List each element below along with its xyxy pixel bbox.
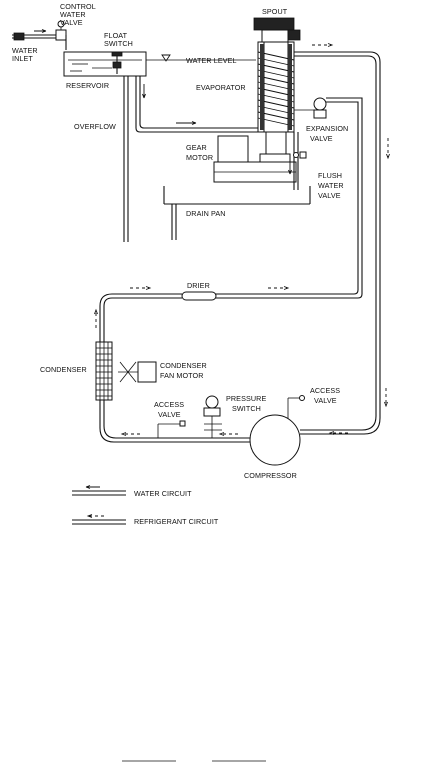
svg-text:VALVE: VALVE — [314, 396, 337, 405]
access-valve-right — [287, 395, 305, 422]
svg-text:CONTROL: CONTROL — [60, 2, 96, 11]
svg-text:FAN MOTOR: FAN MOTOR — [160, 371, 204, 380]
label-water-level: WATER LEVEL — [186, 56, 237, 65]
label-spout: SPOUT — [262, 7, 288, 16]
label-flush-water-valve: FLUSH WATER VALVE — [318, 171, 344, 200]
label-drier: DRIER — [187, 281, 210, 290]
label-access-valve-right: ACCESS VALVE — [310, 386, 340, 405]
suction-line — [294, 43, 390, 435]
svg-text:VALVE: VALVE — [318, 191, 341, 200]
svg-text:FLOAT: FLOAT — [104, 31, 128, 40]
water-inlet-pipe — [12, 29, 58, 41]
float-switch — [111, 51, 123, 74]
overflow-pipe — [123, 76, 129, 242]
label-gear-motor: GEAR MOTOR — [186, 143, 213, 162]
label-control-water-valve: CONTROL WATER VALVE — [60, 2, 96, 27]
label-condenser-fan-motor: CONDENSER FAN MOTOR — [160, 361, 207, 380]
legend-refrigerant-circuit: REFRIGERANT CIRCUIT — [72, 514, 219, 526]
evaporator — [257, 41, 295, 133]
svg-text:WATER: WATER — [318, 181, 344, 190]
gear-motor — [213, 131, 297, 183]
svg-text:CONDENSER: CONDENSER — [160, 361, 207, 370]
condenser-fan-motor — [118, 361, 157, 383]
reservoir — [63, 51, 147, 77]
svg-text:GEAR: GEAR — [186, 143, 207, 152]
drier — [130, 286, 290, 301]
svg-text:EXPANSION: EXPANSION — [306, 124, 348, 133]
label-water-inlet: WATER INLET — [12, 46, 38, 63]
label-expansion-valve: EXPANSION VALVE — [306, 124, 348, 143]
label-overflow: OVERFLOW — [74, 122, 116, 131]
liquid-line-to-expansion-valve — [198, 97, 363, 299]
svg-text:SWITCH: SWITCH — [232, 404, 261, 413]
pressure-switch — [203, 395, 222, 438]
reservoir-to-evaporator-water-line — [135, 76, 258, 133]
svg-text:VALVE: VALVE — [60, 18, 83, 27]
svg-text:FLUSH: FLUSH — [318, 171, 342, 180]
svg-text:REFRIGERANT CIRCUIT: REFRIGERANT CIRCUIT — [134, 517, 219, 526]
label-pressure-switch: PRESSURE SWITCH — [226, 394, 266, 413]
svg-text:MOTOR: MOTOR — [186, 153, 213, 162]
control-water-valve — [55, 20, 67, 50]
label-evaporator: EVAPORATOR — [196, 83, 246, 92]
compressor — [249, 414, 301, 466]
water-level-line — [146, 54, 256, 62]
access-valve-left — [157, 420, 186, 438]
svg-text:PRESSURE: PRESSURE — [226, 394, 266, 403]
label-compressor: COMPRESSOR — [244, 471, 297, 480]
svg-text:SWITCH: SWITCH — [104, 39, 133, 48]
svg-text:WATER CIRCUIT: WATER CIRCUIT — [134, 489, 192, 498]
expansion-valve — [294, 97, 327, 119]
svg-text:WATER: WATER — [12, 46, 38, 55]
spout — [253, 17, 301, 43]
svg-text:VALVE: VALVE — [158, 410, 181, 419]
svg-text:ACCESS: ACCESS — [310, 386, 340, 395]
condenser-coil — [95, 341, 113, 401]
label-condenser: CONDENSER — [40, 365, 87, 374]
svg-text:WATER: WATER — [60, 10, 86, 19]
label-float-switch: FLOAT SWITCH — [104, 31, 133, 48]
label-reservoir: RESERVOIR — [66, 81, 109, 90]
condenser-line — [94, 293, 250, 443]
legend-water-circuit: WATER CIRCUIT — [72, 485, 192, 498]
svg-text:INLET: INLET — [12, 54, 33, 63]
svg-text:VALVE: VALVE — [310, 134, 333, 143]
flush-water-valve — [288, 132, 307, 190]
label-access-valve-left: ACCESS VALVE — [154, 400, 184, 419]
label-drain-pan: DRAIN PAN — [186, 209, 226, 218]
drain-pan — [163, 186, 311, 240]
svg-text:ACCESS: ACCESS — [154, 400, 184, 409]
